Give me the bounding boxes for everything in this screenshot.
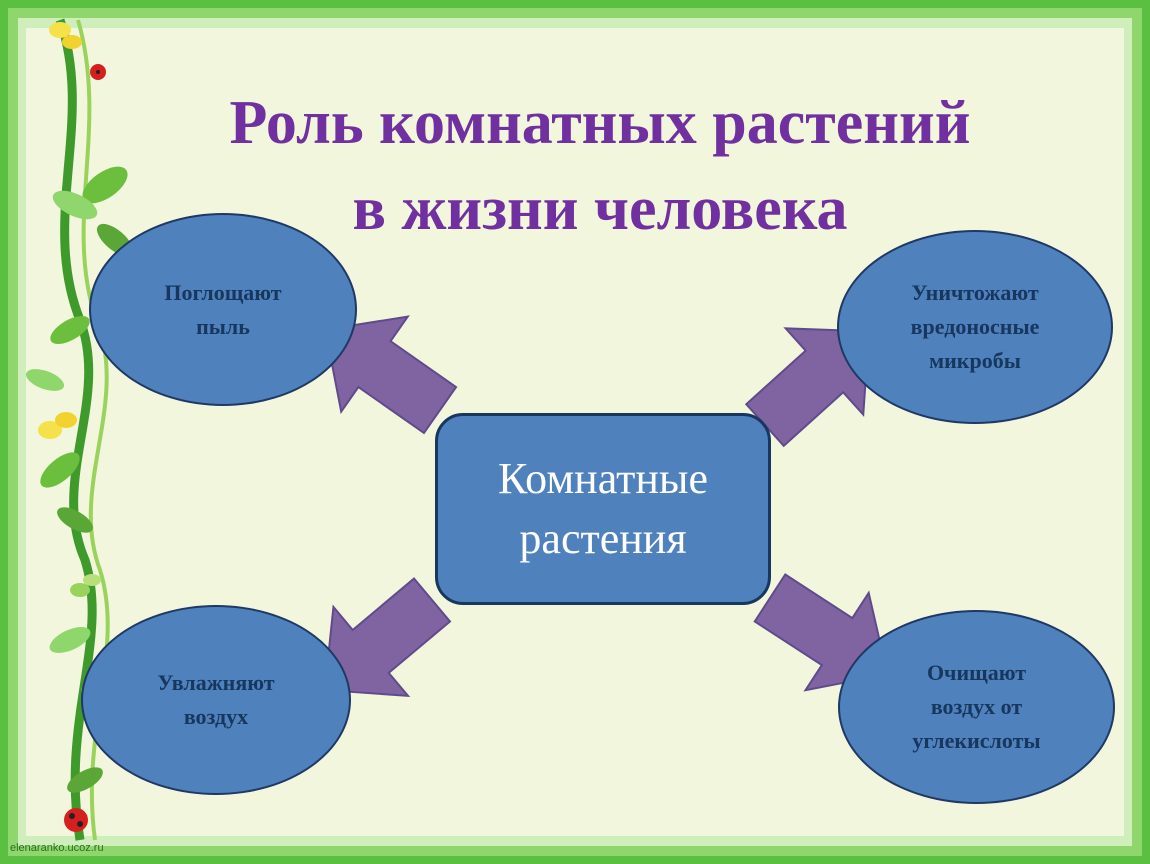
arrow-to-top-left xyxy=(324,315,458,435)
node-top-left-text: Поглощают пыль xyxy=(164,279,282,339)
butterfly-icon xyxy=(38,22,101,597)
node-bottom-left-text: Увлажняют воздух xyxy=(157,670,275,729)
node-bottom-right: Очищают воздух от углекислоты xyxy=(838,610,1115,804)
node-bottom-left: Увлажняют воздух xyxy=(81,605,351,795)
center-node: Комнатные растения xyxy=(435,413,771,605)
slide-title: Роль комнатных растений в жизни человека xyxy=(150,80,1050,252)
node-top-right: Уничтожают вредоносные микробы xyxy=(837,230,1113,424)
node-top-right-text: Уничтожают вредоносные микробы xyxy=(910,280,1040,373)
ladybug-icon xyxy=(64,64,106,832)
watermark: elenaranko.ucoz.ru xyxy=(10,842,104,854)
title-line-1: Роль комнатных растений xyxy=(229,89,971,157)
title-line-2: в жизни человека xyxy=(352,175,848,243)
node-top-left: Поглощают пыль xyxy=(89,213,357,406)
node-bottom-right-text: Очищают воздух от углекислоты xyxy=(912,660,1041,753)
